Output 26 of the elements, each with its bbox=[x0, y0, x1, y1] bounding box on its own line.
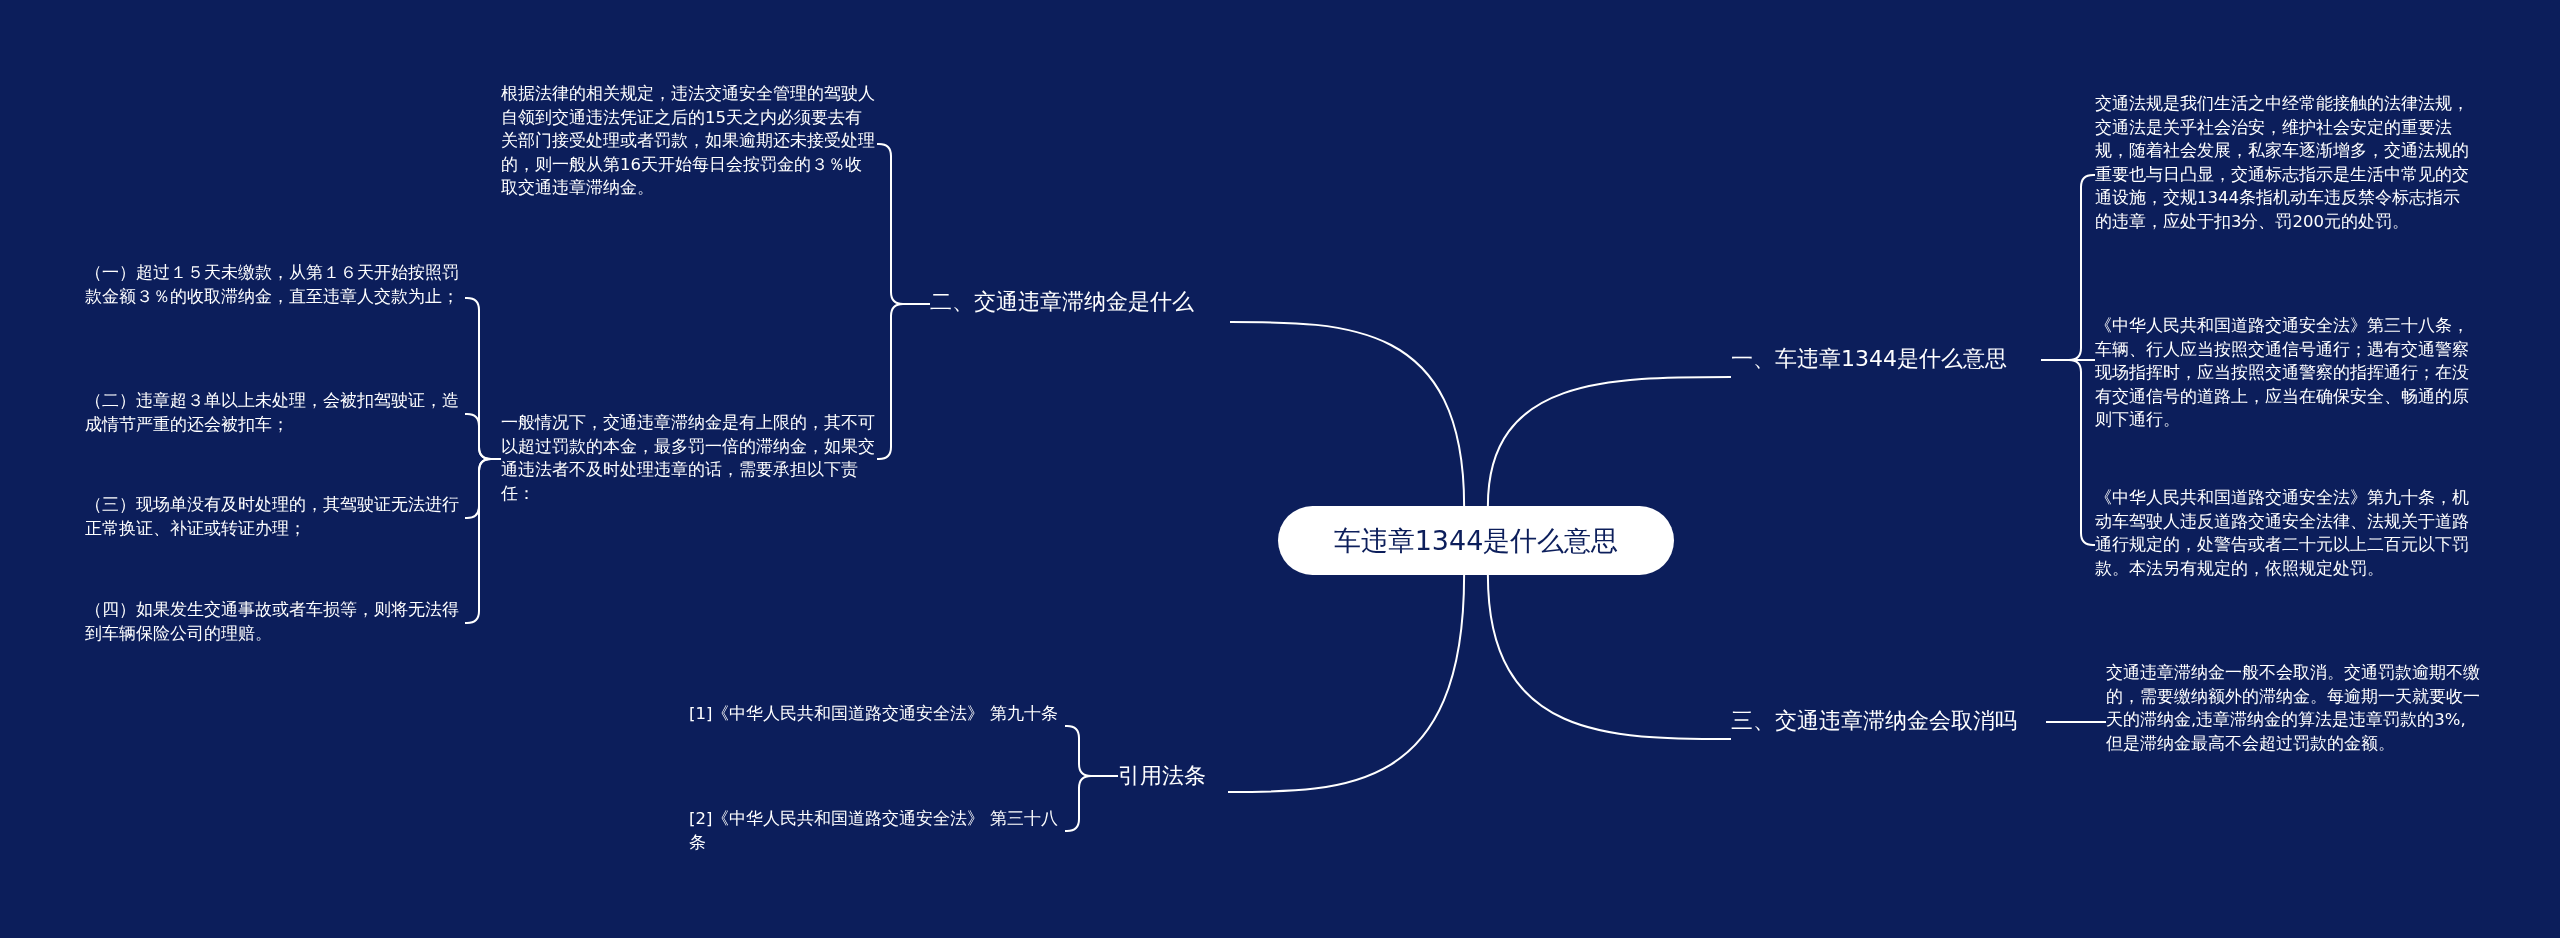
note-text: （四）如果发生交通事故或者车损等，则将无法得到车辆保险公司的理赔。 bbox=[85, 598, 465, 648]
connector-line bbox=[1227, 574, 1466, 793]
connector-line bbox=[2040, 359, 2096, 546]
note-text: （三）现场单没有及时处理的，其驾驶证无法进行正常换证、补证或转证办理； bbox=[85, 493, 465, 543]
connector-line bbox=[2045, 721, 2107, 723]
note-text: 《中华人民共和国道路交通安全法》第九十条，机动车驾驶人违反道路交通安全法律、法规关于道路通行规定的，处警告或者二十元以上二百元以下罚款。本法另有规定的，依照规定处罚。 bbox=[2095, 486, 2471, 604]
connector-line bbox=[1064, 775, 1119, 832]
note-text: 《中华人民共和国道路交通安全法》第三十八条，车辆、行人应当按照交通信号通行；遇有交通警察现场指挥时，应当按照交通警察的指挥通行；在没有交通信号的道路上，应当在确保安全、畅通的原则下通行。 bbox=[2095, 314, 2471, 432]
branch-topic: 引用法条 bbox=[1118, 760, 1228, 792]
branch-topic: 三、交通违章滞纳金会取消吗 bbox=[1731, 705, 2046, 739]
note-text: （二）违章超３单以上未处理，会被扣驾驶证，造成情节严重的还会被扣车； bbox=[85, 389, 465, 439]
note-text: 根据法律的相关规定，违法交通安全管理的驾驶人自领到交通违法凭证之后的15天之内必须要去有关部门接受处理或者罚款，如果逾期还未接受处理的，则一般从第16天开始每日会按罚金的３％收取交通违章滞纳金。 bbox=[501, 82, 877, 206]
note-text: [2]《中华人民共和国道路交通安全法》 第三十八条 bbox=[689, 807, 1065, 855]
central-topic-pill: 车违章1344是什么意思 bbox=[1278, 506, 1674, 575]
branch-topic: 二、交通违章滞纳金是什么 bbox=[930, 286, 1230, 322]
connector-line bbox=[1486, 574, 1732, 740]
note-text: 交通法规是我们生活之中经常能接触的法律法规，交通法是关乎社会治安，维护社会安定的重要法规，随着社会发展，私家车逐渐增多，交通法规的重要也与日凸显，交通标志指示是生活中常见的交通设施，交规1344条指机动车违反禁令标志指示的违章，应处于扣3分、罚200元的处罚。 bbox=[2095, 92, 2471, 258]
note-text: [1]《中华人民共和国道路交通安全法》 第九十条 bbox=[689, 702, 1065, 750]
branch-topic: 一、车违章1344是什么意思 bbox=[1731, 343, 2041, 377]
note-text: 一般情况下，交通违章滞纳金是有上限的，其不可以超过罚款的本金，最多罚一倍的滞纳金，如果交通违法者不及时处理违章的话，需要承担以下责任： bbox=[501, 411, 877, 507]
connector-line bbox=[876, 303, 931, 460]
note-text: 交通违章滞纳金一般不会取消。交通罚款逾期不缴的，需要缴纳额外的滞纳金。每逾期一天就要收一天的滞纳金,违章滞纳金的算法是违章罚款的3%,但是滞纳金最高不会超过罚款的金额。 bbox=[2106, 661, 2482, 781]
note-text: （一）超过１５天未缴款，从第１６天开始按照罚款金额３％的收取滞纳金，直至违章人交款为止； bbox=[85, 261, 465, 335]
connector-line bbox=[1229, 321, 1466, 507]
connector-line bbox=[1486, 376, 1732, 507]
connector-line bbox=[464, 458, 502, 624]
